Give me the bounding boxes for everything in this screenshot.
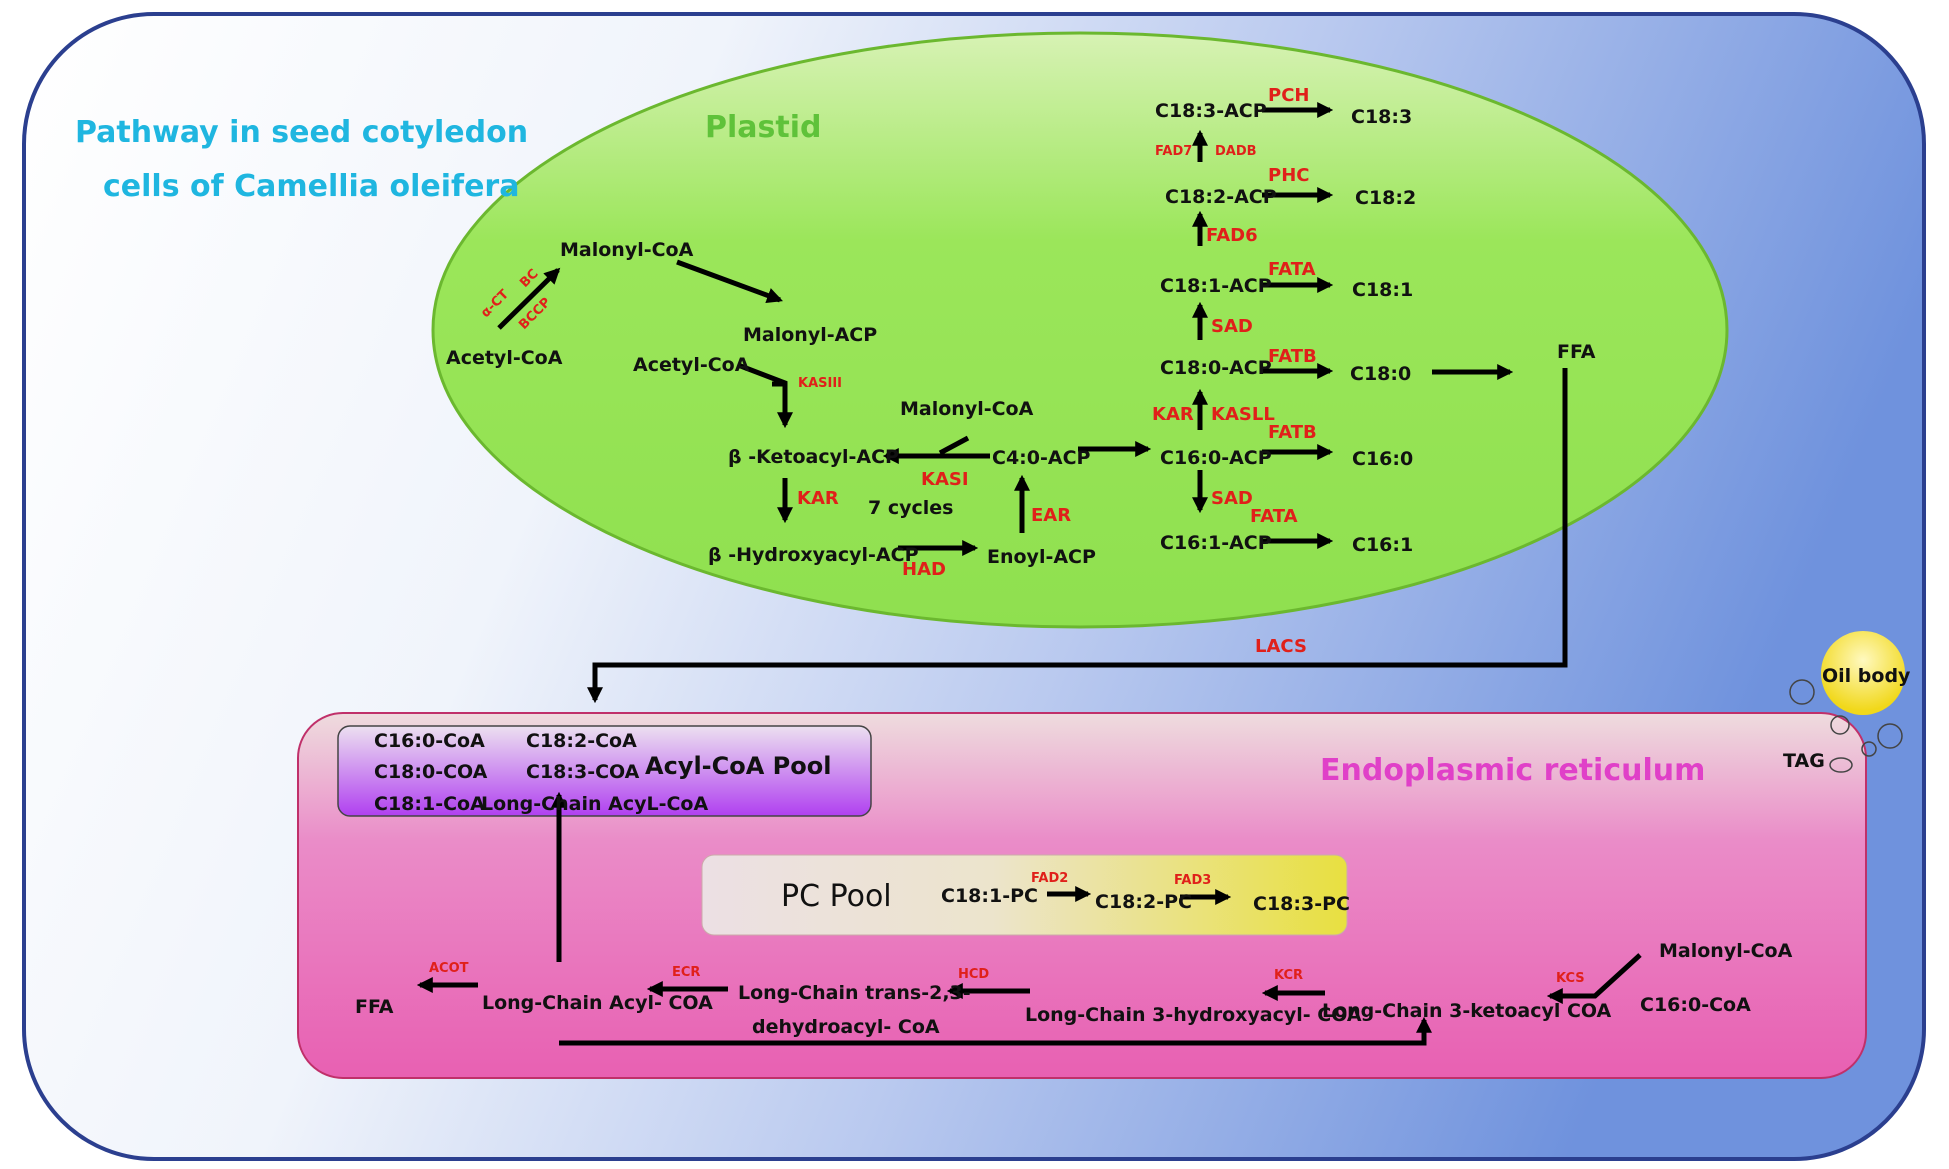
enzyme-label: LACS (1255, 636, 1307, 657)
tag-label: TAG (1783, 750, 1825, 772)
malonyl-coa-label: Malonyl-CoA (900, 398, 1034, 420)
enzyme-label: FAD7 (1155, 144, 1192, 159)
c18-0-acp-label: C18:0-ACP (1160, 357, 1272, 379)
enzyme-label: FATA (1268, 259, 1316, 280)
vesicle-icon (1789, 679, 1815, 705)
acetyl-coa-label: Acetyl-CoA (633, 354, 750, 376)
ketoacyl-coa-label: Long-Chain 3-ketoacyl COA (1322, 1000, 1612, 1022)
arrow-kcs (1546, 953, 1642, 1005)
plastid-organelle (431, 31, 1729, 629)
enzyme-label: PHC (1268, 165, 1309, 186)
vesicle-icon (1830, 715, 1850, 735)
enzyme-label: KASI (921, 469, 969, 490)
enzyme-label: KCR (1274, 968, 1303, 983)
pc-pool-box (701, 854, 1348, 936)
trans-dehydroacyl-label: Long-Chain trans-2,3- (738, 982, 971, 1004)
enzyme-label: KAR (1152, 404, 1194, 425)
pathway-title-line1: Pathway in seed cotyledon (75, 115, 528, 150)
c18-1-label: C18:1 (1352, 279, 1413, 301)
enzyme-label: SAD (1211, 488, 1253, 509)
acyl-coa-pool-box (337, 725, 872, 817)
enzyme-label: HCD (958, 967, 989, 982)
enzyme-label: KASLL (1211, 404, 1275, 425)
enzyme-label: ECR (672, 965, 700, 980)
acyl-pool-title: Acyl-CoA Pool (645, 752, 831, 780)
c16-1-label: C16:1 (1352, 534, 1413, 556)
enzyme-label: DADB (1215, 144, 1257, 159)
enzyme-label: PCH (1268, 85, 1309, 106)
c18-2-acp-label: C18:2-ACP (1165, 186, 1277, 208)
vesicle-icon (1877, 723, 1903, 749)
oil-body-label: Oil body (1822, 665, 1911, 687)
long-chain-acyl-coa-label: Long-Chain Acyl- COA (482, 992, 713, 1014)
pool-item: C18:0-COA (374, 761, 488, 783)
acetyl-coa-label: Acetyl-CoA (446, 347, 563, 369)
arrow-ffa-to-er (586, 368, 1568, 704)
trans-dehydroacyl-label: dehydroacyl- CoA (752, 1016, 940, 1038)
enzyme-label: FATA (1250, 506, 1298, 527)
c16-0-acp-label: C16:0-ACP (1160, 447, 1272, 469)
enzyme-label: FAD6 (1206, 225, 1258, 246)
hydroxyacyl-coa-label: Long-Chain 3-hydroxyacyl- COA (1025, 1004, 1362, 1026)
c18-3-label: C18:3 (1351, 106, 1412, 128)
enzyme-label: FATB (1268, 422, 1317, 443)
plastid-title: Plastid (705, 110, 821, 145)
pool-item: C18:3-COA (526, 761, 640, 783)
enzyme-label: FATB (1268, 346, 1317, 367)
enzyme-label: HAD (902, 559, 946, 580)
cycles-label: 7 cycles (868, 497, 953, 519)
enzyme-label: KASIII (798, 376, 842, 391)
pc-pool-title: PC Pool (781, 879, 892, 914)
c16-1-acp-label: C16:1-ACP (1160, 532, 1272, 554)
hydroxyacyl-acp-label: β -Hydroxyacyl-ACP (708, 544, 919, 566)
malonyl-input-tick (938, 435, 970, 456)
pc-item: C18:3-PC (1253, 893, 1350, 915)
enoyl-acp-label: Enoyl-ACP (987, 546, 1096, 568)
er-ffa-label: FFA (355, 996, 394, 1018)
ketoacyl-acp-label: β -Ketoacyl-ACP (728, 446, 899, 468)
pathway-title-line2: cells of Camellia oleifera (103, 169, 519, 204)
c16-0-label: C16:0 (1352, 448, 1413, 470)
malonyl-coa-label: Malonyl-CoA (560, 239, 694, 261)
pc-item: C18:1-PC (941, 885, 1038, 907)
arrow-malonyl-to-acp (676, 259, 784, 304)
arrow-acetyl-to-malonyl (497, 267, 561, 330)
pool-item: Long-Chain AcyL-CoA (481, 793, 708, 815)
vesicle-icon (1861, 741, 1877, 757)
enzyme-label: FAD3 (1174, 873, 1211, 888)
enzyme-label: SAD (1211, 316, 1253, 337)
enzyme-label: KAR (797, 488, 839, 509)
enzyme-label: KCS (1556, 971, 1585, 986)
er-malonyl-coa-label: Malonyl-CoA (1659, 940, 1793, 962)
pool-item: C18:2-CoA (526, 730, 637, 752)
pool-item: C18:1-CoA (374, 793, 485, 815)
enzyme-label: EAR (1031, 505, 1071, 526)
c4-acp-label: C4:0-ACP (992, 447, 1091, 469)
er-c16-coa-label: C16:0-CoA (1640, 994, 1751, 1016)
enzyme-label: ACOT (429, 961, 469, 976)
vesicle-icon (1829, 757, 1853, 773)
c18-3-acp-label: C18:3-ACP (1155, 100, 1267, 122)
ffa-label: FFA (1557, 341, 1596, 363)
c18-2-label: C18:2 (1355, 187, 1416, 209)
c18-1-acp-label: C18:1-ACP (1160, 275, 1272, 297)
enzyme-label: FAD2 (1031, 871, 1068, 886)
pool-item: C16:0-CoA (374, 730, 485, 752)
arrow-elongation-cycle (559, 1016, 1433, 1046)
c18-0-label: C18:0 (1350, 363, 1411, 385)
pc-item: C18:2-PC (1095, 891, 1192, 913)
oil-body-icon (1821, 631, 1905, 715)
er-title: Endoplasmic reticulum (1320, 753, 1705, 788)
malonyl-acp-label: Malonyl-ACP (743, 324, 877, 346)
